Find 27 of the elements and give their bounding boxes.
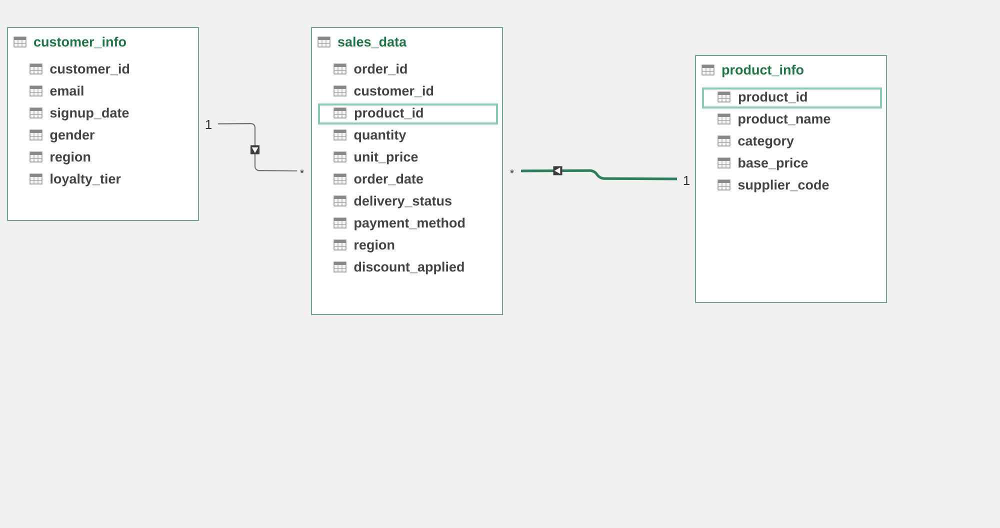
field-name: loyalty_tier (50, 174, 121, 186)
relationship-line (218, 123, 298, 172)
field-name: order_id (354, 64, 407, 76)
field-name: base_price (738, 158, 808, 170)
field-name: signup_date (50, 108, 129, 120)
cardinality-label: 1 (206, 120, 212, 129)
selected-field: product_id (318, 104, 498, 124)
field-name: order_date (354, 174, 423, 186)
field-name: delivery_status (354, 196, 452, 208)
field-name: gender (50, 130, 94, 142)
field-name: unit_price (354, 152, 418, 164)
field-name: discount_applied (354, 262, 464, 274)
field-name: payment_method (354, 218, 465, 230)
cardinality-label: 1 (684, 176, 690, 185)
field-name: customer_id (50, 64, 130, 76)
relationship-line (521, 166, 678, 180)
selected-field: product_id (702, 88, 882, 108)
field-name: product_name (738, 114, 830, 126)
field-name: region (354, 240, 394, 252)
field-name: email (50, 86, 84, 96)
field-name: customer_id (354, 86, 434, 98)
field-name: category (738, 136, 794, 148)
cardinality-label: * (510, 169, 514, 174)
cardinality-label: * (300, 169, 304, 174)
field-name: quantity (354, 130, 406, 142)
field-name: region (50, 152, 90, 164)
field-name: supplier_code (738, 180, 829, 192)
